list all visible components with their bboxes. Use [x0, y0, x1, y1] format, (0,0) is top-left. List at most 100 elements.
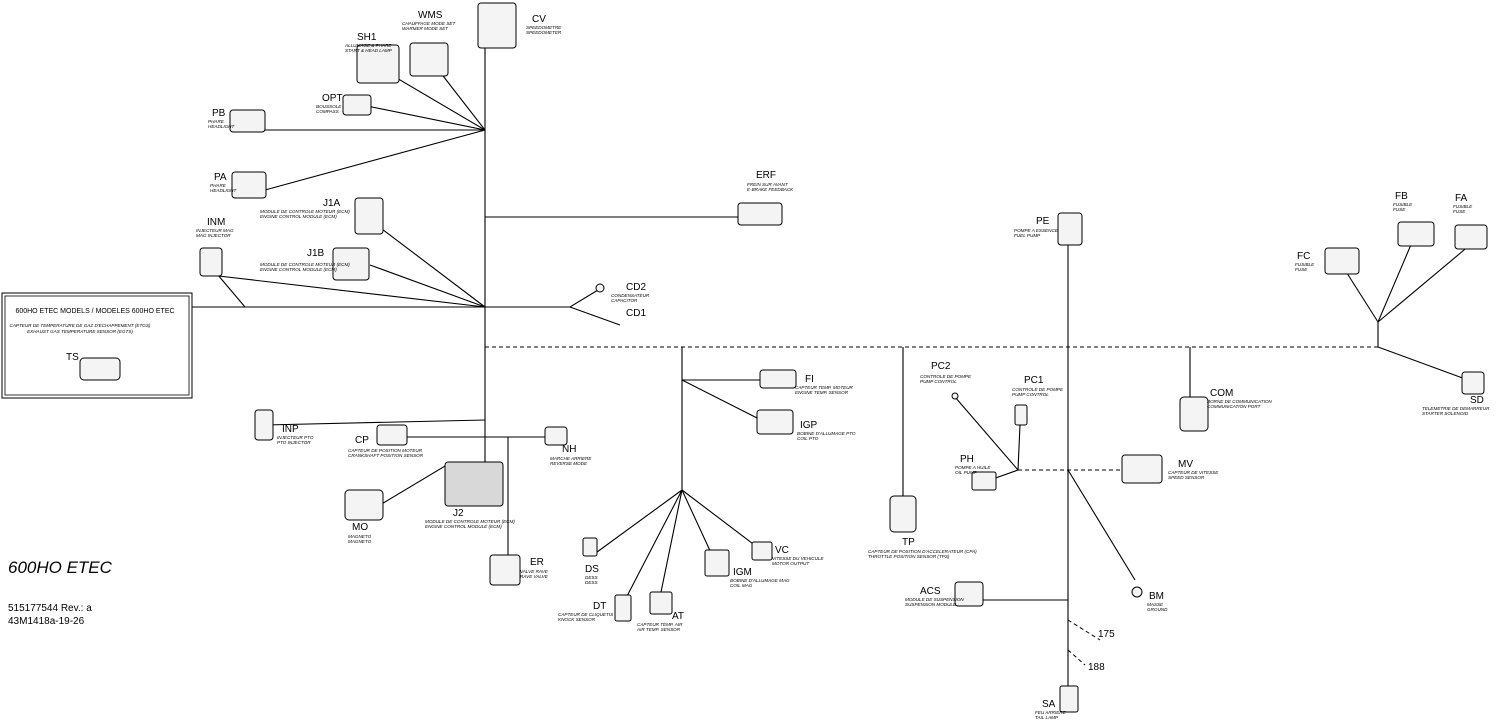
svg-text:CAPTEUR DE VITESSE: CAPTEUR DE VITESSE	[1168, 470, 1219, 475]
model-title: 600HO ETEC	[8, 558, 112, 577]
inset-line1: CAPTEUR DE TEMPERATURE DE GAZ D'ECHAPPEM…	[10, 323, 151, 328]
label-tp: TP CAPTEUR DE POSITION D'ACCELERATEUR (C…	[868, 537, 977, 559]
svg-text:FB: FB	[1395, 191, 1408, 202]
label-sh1: SH1 ALLUMAGE & PHARE START & HEAD LAMP	[344, 32, 393, 53]
svg-text:MAGNETO: MAGNETO	[348, 539, 372, 544]
svg-text:ENGINE TEMP. SENSOR: ENGINE TEMP. SENSOR	[795, 390, 849, 395]
connector-shapes	[199, 2, 1488, 713]
label-pa: PA PHARE HEADLIGHT	[210, 172, 237, 193]
svg-text:MODULE DE CONTROLE MOTEUR (ECM: MODULE DE CONTROLE MOTEUR (ECM)	[425, 519, 515, 524]
sa-reference-numbers: 175 188	[1088, 629, 1115, 673]
label-bm: BM MASSE GROUND	[1147, 591, 1168, 612]
connector-cd2-shape	[595, 283, 605, 293]
svg-text:COIL PTO: COIL PTO	[797, 436, 819, 441]
svg-text:FUSIBLE: FUSIBLE	[1453, 204, 1473, 209]
svg-text:INP: INP	[282, 424, 299, 435]
harness-wires	[192, 8, 1471, 690]
svg-text:CP: CP	[355, 435, 369, 446]
svg-text:COMPASS: COMPASS	[316, 109, 340, 114]
connector-ph-shape	[971, 471, 997, 491]
svg-text:CONTROLE DE POMPE: CONTROLE DE POMPE	[1012, 387, 1064, 392]
connector-pc2-shape	[951, 392, 959, 400]
svg-text:PB: PB	[212, 108, 226, 119]
label-acs: ACS MODULE DE SUSPENSION SUSPENSION MODU…	[905, 586, 964, 607]
drawing-number: 43M1418a-19-26	[8, 616, 85, 627]
svg-text:CAPTEUR DE CLIQUETIS: CAPTEUR DE CLIQUETIS	[558, 612, 614, 617]
connector-fb-shape	[1397, 221, 1435, 247]
svg-text:BM: BM	[1149, 591, 1164, 602]
connector-tp-shape	[889, 495, 917, 533]
svg-text:GROUND: GROUND	[1147, 607, 1168, 612]
connector-wms-shape	[409, 42, 449, 77]
svg-text:FUSE: FUSE	[1393, 207, 1406, 212]
connector-erf-shape	[737, 202, 783, 226]
label-igm: IGM BOBINE D'ALLUMAGE MAG COIL MAG	[730, 567, 790, 588]
svg-text:CONTROLE DE POMPE: CONTROLE DE POMPE	[920, 374, 972, 379]
label-sd: SD TELEMETRIE DE DEMARREUR STARTER SOLEN…	[1422, 395, 1490, 416]
connector-j1a-shape	[354, 197, 384, 235]
svg-text:POMPE A ESSENCE: POMPE A ESSENCE	[1014, 228, 1059, 233]
svg-text:ENGINE CONTROL MODULE (ECM): ENGINE CONTROL MODULE (ECM)	[260, 267, 337, 272]
svg-text:PUMP CONTROL: PUMP CONTROL	[920, 379, 957, 384]
label-ph: PH POMPE A HUILE OIL PUMP	[955, 454, 991, 475]
svg-text:CONDENSATEUR: CONDENSATEUR	[611, 293, 650, 298]
svg-text:COM: COM	[1210, 388, 1233, 399]
svg-text:MAG INJECTOR: MAG INJECTOR	[196, 233, 231, 238]
connector-pa-shape	[231, 171, 267, 199]
svg-text:INM: INM	[207, 217, 225, 228]
svg-text:FUSIBLE: FUSIBLE	[1295, 262, 1315, 267]
svg-text:HEADLIGHT: HEADLIGHT	[208, 124, 235, 129]
svg-text:188: 188	[1088, 662, 1105, 673]
svg-text:OPT: OPT	[322, 93, 343, 104]
label-nh: NH MARCHE ARRIERE REVERSE MODE	[550, 444, 592, 466]
svg-text:THROTTLE POSITION SENSOR (TPS): THROTTLE POSITION SENSOR (TPS)	[868, 554, 950, 559]
svg-text:SD: SD	[1470, 395, 1484, 406]
svg-text:MODULE DE CONTROLE MOTEUR (ECM: MODULE DE CONTROLE MOTEUR (ECM)	[260, 262, 350, 267]
svg-text:J1B: J1B	[307, 248, 325, 259]
svg-text:MAGNETO: MAGNETO	[348, 534, 372, 539]
svg-text:CV: CV	[532, 14, 546, 25]
model-inset-box: 600HO ETEC MODELS / MODELES 600HO ETEC C…	[1, 292, 193, 399]
connector-labels: CV SPEEDOMETRE SPEEDOMETER WMS CHAUFFAGE…	[196, 10, 1490, 720]
label-pc1: PC1 CONTROLE DE POMPE PUMP CONTROL	[1012, 375, 1064, 397]
svg-text:AT: AT	[672, 611, 684, 622]
svg-text:IGM: IGM	[733, 567, 752, 578]
svg-text:DESS: DESS	[585, 580, 598, 585]
label-cd1: CD1	[626, 308, 646, 319]
connector-igm-shape	[704, 549, 730, 577]
svg-text:PHARE: PHARE	[208, 119, 225, 124]
connector-nh-shape	[544, 426, 568, 446]
svg-text:SPEEDOMETRE: SPEEDOMETRE	[526, 25, 562, 30]
svg-text:175: 175	[1098, 629, 1115, 640]
svg-text:CAPTEUR DE POSITION D'ACCELERA: CAPTEUR DE POSITION D'ACCELERATEUR (CPA)	[868, 549, 977, 554]
svg-text:CD1: CD1	[626, 308, 646, 319]
label-fc: FC FUSIBLE FUSE	[1295, 251, 1315, 272]
connector-com-shape	[1179, 396, 1209, 432]
svg-text:COIL MAG: COIL MAG	[730, 583, 753, 588]
svg-text:PA: PA	[214, 172, 227, 183]
svg-text:PC2: PC2	[931, 361, 951, 372]
svg-text:MASSE: MASSE	[1147, 602, 1164, 607]
label-wms: WMS CHAUFFAGE MODE SET WARMER MODE SET	[402, 10, 456, 31]
label-fa: FA FUSIBLE FUSE	[1453, 193, 1473, 214]
svg-text:VC: VC	[775, 545, 789, 556]
svg-text:BOBINE D'ALLUMAGE PTO: BOBINE D'ALLUMAGE PTO	[797, 431, 856, 436]
svg-text:CD2: CD2	[626, 282, 646, 293]
label-mo: MO MAGNETO MAGNETO	[348, 522, 372, 544]
svg-text:CAPACITOR: CAPACITOR	[611, 298, 638, 303]
svg-text:E-BRAKE FEEDBACK: E-BRAKE FEEDBACK	[747, 187, 794, 192]
svg-text:FUEL PUMP: FUEL PUMP	[1014, 233, 1041, 238]
svg-text:HEADLIGHT: HEADLIGHT	[210, 188, 237, 193]
label-vc: VC VITESSE DU VEHICULE MOTOR OUTPUT	[772, 545, 825, 566]
svg-text:PUMP CONTROL: PUMP CONTROL	[1012, 392, 1049, 397]
label-sa: SA FEU ARRIERE TAIL LAMP	[1035, 699, 1067, 720]
svg-text:MODULE DE SUSPENSION: MODULE DE SUSPENSION	[905, 597, 964, 602]
svg-text:ERF: ERF	[756, 170, 776, 181]
label-ds: DS DESS DESS	[585, 564, 599, 585]
svg-text:MO: MO	[352, 522, 368, 533]
label-j1a: J1A MODULE DE CONTROLE MOTEUR (ECM) ENGI…	[260, 198, 350, 219]
label-com: COM BORNE DE COMMUNICATION COMMUNICATION…	[1207, 388, 1272, 409]
svg-text:START & HEAD LAMP: START & HEAD LAMP	[345, 48, 393, 53]
connector-sa-shape	[1059, 685, 1079, 713]
svg-text:CHAUFFAGE MODE SET: CHAUFFAGE MODE SET	[402, 21, 456, 26]
